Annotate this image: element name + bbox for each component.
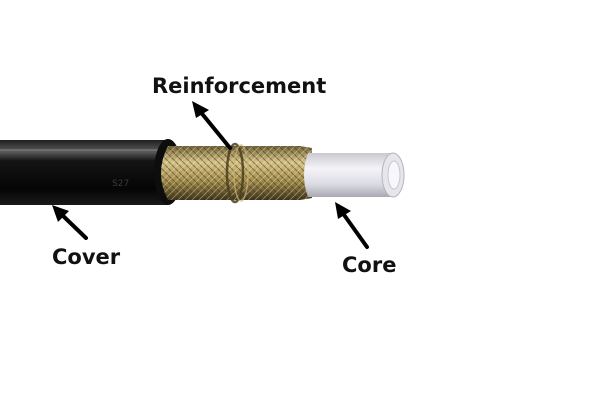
arrow-core bbox=[335, 202, 369, 249]
reinforcement-layer bbox=[161, 142, 312, 204]
cover-layer: S27 bbox=[0, 139, 182, 205]
core-layer bbox=[304, 152, 405, 198]
core-label: Core bbox=[342, 253, 397, 277]
cover-label: Cover bbox=[52, 245, 121, 269]
arrow-cover bbox=[52, 205, 88, 240]
arrow-reinforcement bbox=[192, 101, 232, 150]
svg-text:S27: S27 bbox=[112, 179, 129, 189]
reinforcement-label: Reinforcement bbox=[152, 74, 327, 98]
